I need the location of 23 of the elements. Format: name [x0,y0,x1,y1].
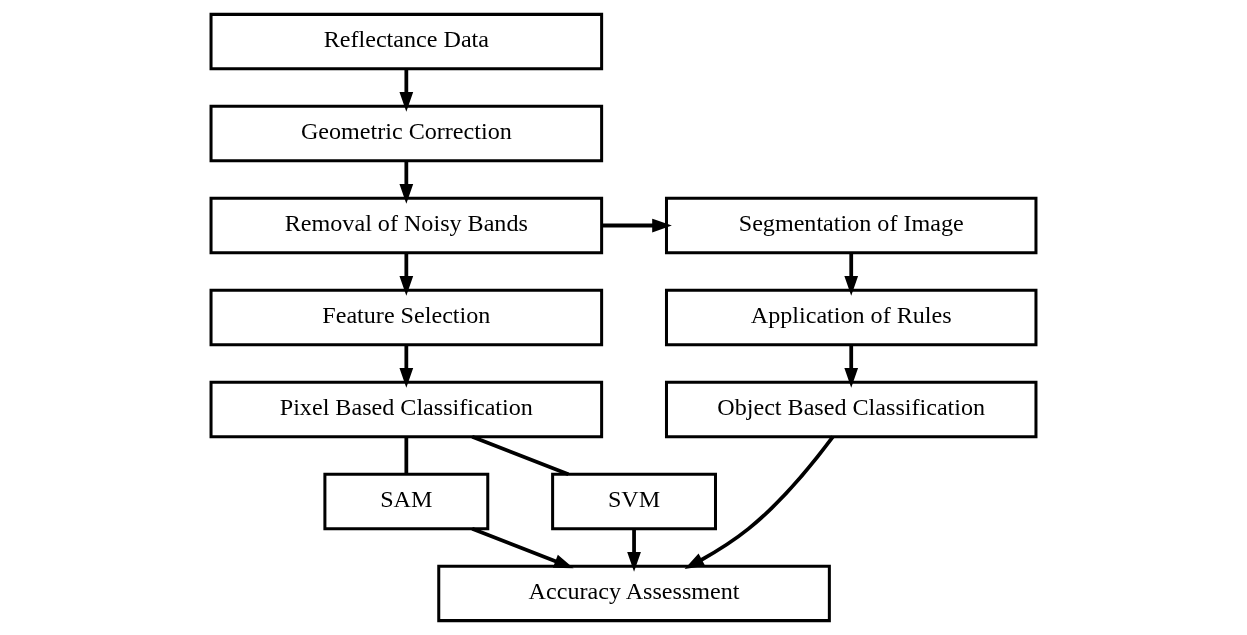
arrow [399,160,414,204]
node-box: SVM [551,472,717,531]
node-box: Segmentation of Image [664,196,1038,255]
arrow [399,252,414,296]
arrow [844,344,859,388]
connector [471,435,569,477]
node-box: Feature Selection [209,288,604,347]
arrow [399,68,414,112]
node-box: Accuracy Assessment [437,564,831,623]
arrow [601,218,672,233]
node-box: Reflectance Data [209,12,604,71]
node-box: Geometric Correction [209,104,604,163]
arrow [471,527,574,569]
node-box: Pixel Based Classification [209,380,604,439]
node-box: Application of Rules [664,288,1038,347]
arrow [844,252,859,296]
arrow [684,435,835,569]
arrow [627,528,641,572]
node-box: SAM [323,472,490,531]
connector [404,436,409,474]
node-box: Object Based Classification [664,380,1038,439]
node-box: Removal of Noisy Bands [209,196,604,255]
arrow [399,344,414,388]
